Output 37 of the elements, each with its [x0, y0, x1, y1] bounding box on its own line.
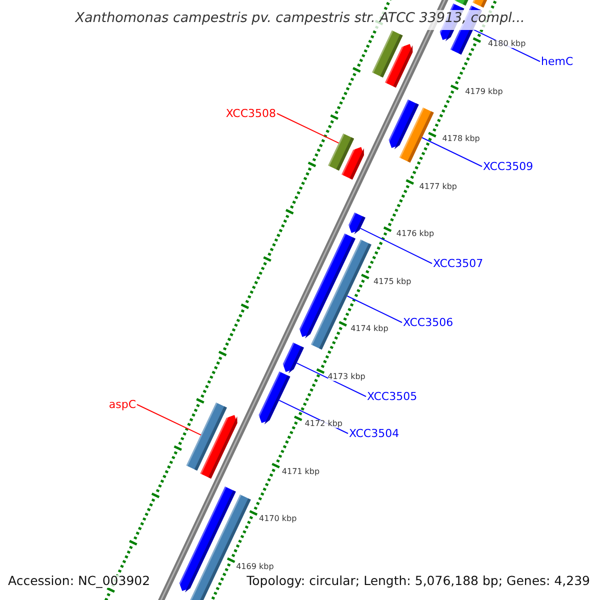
tick-label: 4180 kbp [488, 40, 526, 48]
leader-line [422, 137, 482, 167]
leader-line [360, 228, 432, 264]
tick-label: 4179 kbp [465, 88, 503, 96]
gene-label: XCC3508 [226, 108, 276, 119]
gene-segment [310, 239, 372, 350]
gene-segment [347, 212, 366, 234]
gene-label: XCC3509 [483, 161, 534, 172]
gene-label: XCC3505 [367, 391, 418, 402]
gene-label: XCC3507 [433, 258, 484, 269]
gene-segment [454, 0, 471, 6]
leader-line [346, 296, 402, 323]
gene-segment [342, 145, 364, 180]
gene-label: XCC3506 [403, 317, 454, 328]
tick-label: 4175 kbp [374, 278, 412, 286]
gene-label: aspC [108, 399, 136, 410]
gene-segment [399, 107, 434, 163]
leader-line [296, 362, 366, 397]
tick-label: 4170 kbp [259, 515, 297, 523]
gene-segment [472, 0, 489, 8]
gene-label: XCC3504 [349, 428, 400, 439]
tick-label: 4171 kbp [282, 468, 320, 476]
gene-segment [258, 371, 290, 424]
gene-segment [282, 342, 304, 374]
gene-segment [200, 413, 238, 479]
genome-info-text: Topology: circular; Length: 5,076,188 bp; Genes: 4,239 [246, 575, 590, 588]
gene-label: hemC [541, 56, 574, 67]
leader-line [276, 113, 340, 144]
tick-label: 4174 kbp [350, 325, 388, 333]
tick-label: 4173 kbp [328, 372, 366, 380]
tick-label: 4169 kbp [236, 562, 274, 570]
gene-segment [385, 42, 413, 88]
tick-label: 4177 kbp [419, 182, 457, 190]
tick-label: 4178 kbp [442, 135, 480, 143]
tick-label: 4176 kbp [396, 230, 434, 238]
accession-text: Accession: NC_003902 [8, 575, 150, 588]
tick-label: 4172 kbp [304, 420, 342, 428]
